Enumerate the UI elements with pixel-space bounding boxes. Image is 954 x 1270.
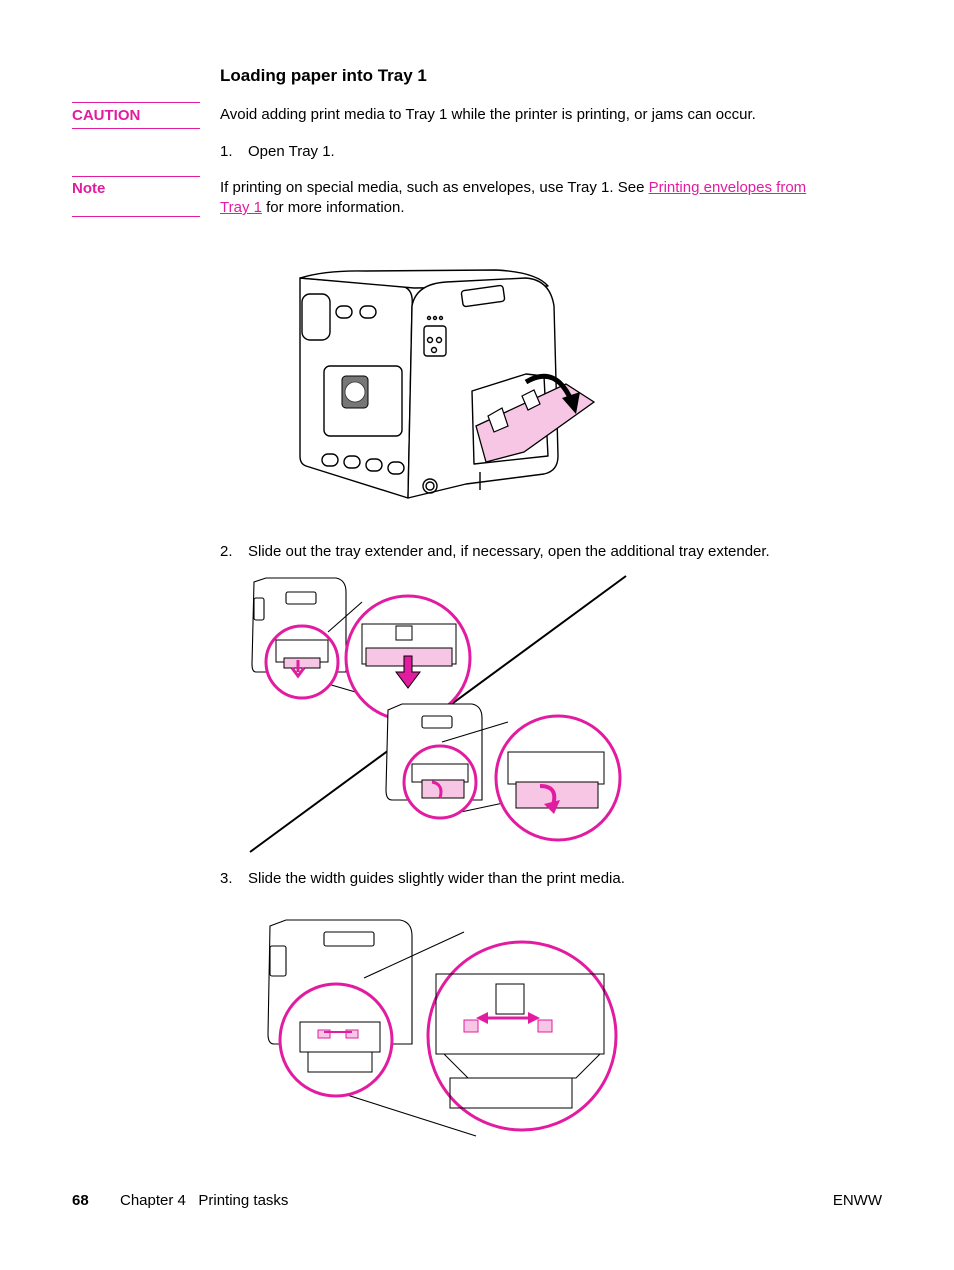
step-3-number: 3. — [220, 870, 233, 887]
slide-arrow-icon — [290, 660, 306, 679]
caution-text: Avoid adding print media to Tray 1 while… — [220, 106, 756, 123]
step-1-number: 1. — [220, 143, 233, 160]
note-label: Note — [72, 180, 106, 197]
step-3: 3. Slide the width guides slightly wider … — [220, 869, 625, 889]
zoom-circle-f — [426, 940, 618, 1132]
step-1: 1. Open Tray 1. — [220, 142, 335, 162]
note-text-after: for more information. — [261, 199, 405, 216]
extend-arrow-icon — [395, 655, 421, 689]
footer-chapter: Chapter 4 Printing tasks — [120, 1192, 289, 1209]
caution-rule-top — [72, 102, 200, 103]
caution-rule-bottom — [72, 128, 200, 129]
note-text: If printing on special media, such as en… — [220, 178, 870, 218]
step-2-text: Slide out the tray extender and, if nece… — [248, 543, 770, 560]
section-heading: Loading paper into Tray 1 — [220, 66, 427, 85]
printing-envelopes-link[interactable]: Printing envelopes from — [648, 179, 807, 196]
note-rule-top — [72, 176, 200, 177]
note-text-before: If printing on special media, such as en… — [220, 179, 649, 196]
caution-label: CAUTION — [72, 107, 141, 124]
zoom-circle-e — [278, 982, 394, 1098]
note-rule-bottom — [72, 216, 200, 217]
open-arrow-icon — [524, 373, 575, 404]
figure-open-tray — [299, 269, 596, 499]
printing-envelopes-link-cont[interactable]: Tray 1 — [220, 199, 262, 216]
figure-tray-extender — [249, 575, 627, 853]
step-2-number: 2. — [220, 543, 233, 560]
footer-right: ENWW — [832, 1192, 882, 1209]
figure-width-guides — [267, 919, 618, 1137]
page-number: 68 — [72, 1192, 89, 1209]
step-3-text: Slide the width guides slightly wider th… — [248, 870, 625, 887]
step-1-text: Open Tray 1. — [248, 143, 335, 160]
zoom-circle-d — [494, 714, 622, 842]
step-2: 2. Slide out the tray extender and, if ne… — [220, 542, 770, 562]
tray-1 — [475, 383, 596, 463]
